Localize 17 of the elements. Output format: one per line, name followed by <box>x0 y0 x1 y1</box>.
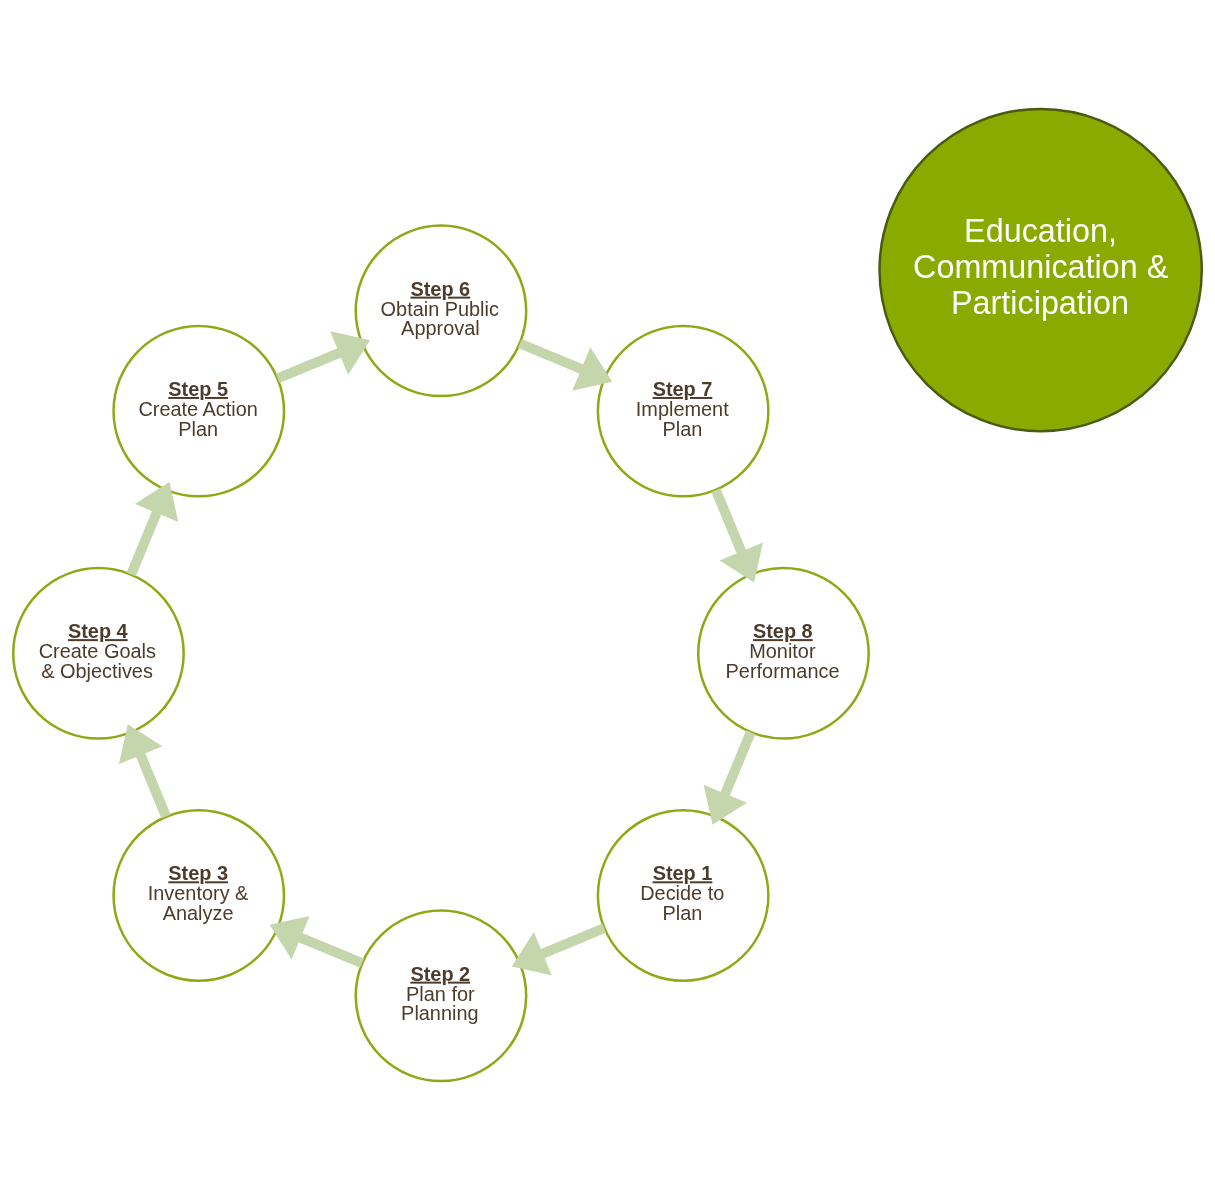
node-circle: Step 6 Obtain Public Approval <box>354 223 528 397</box>
arrow <box>518 338 613 391</box>
node-circle: Step 4 Create Goals & Objectives <box>12 566 185 740</box>
arrow <box>711 487 763 582</box>
arrow <box>275 330 371 383</box>
node-circle: Education, Communication & Participation <box>878 107 1203 432</box>
node-circle: Step 2 Plan for Planning <box>354 908 528 1082</box>
node-circle: Step 3 Inventory & Analyze <box>112 808 286 982</box>
node-circle: Step 7 Implement Plan <box>596 324 770 498</box>
node-circle: Step 8 Monitor Performance <box>696 566 870 740</box>
arrow <box>126 481 179 576</box>
arrow <box>703 729 756 825</box>
node-circle: Step 5 Create Action Plan <box>112 324 286 498</box>
arrow <box>269 915 364 968</box>
arrow <box>118 723 171 818</box>
node-circle: Step 1 Decide to Plan <box>596 808 770 982</box>
arrow <box>511 923 607 975</box>
